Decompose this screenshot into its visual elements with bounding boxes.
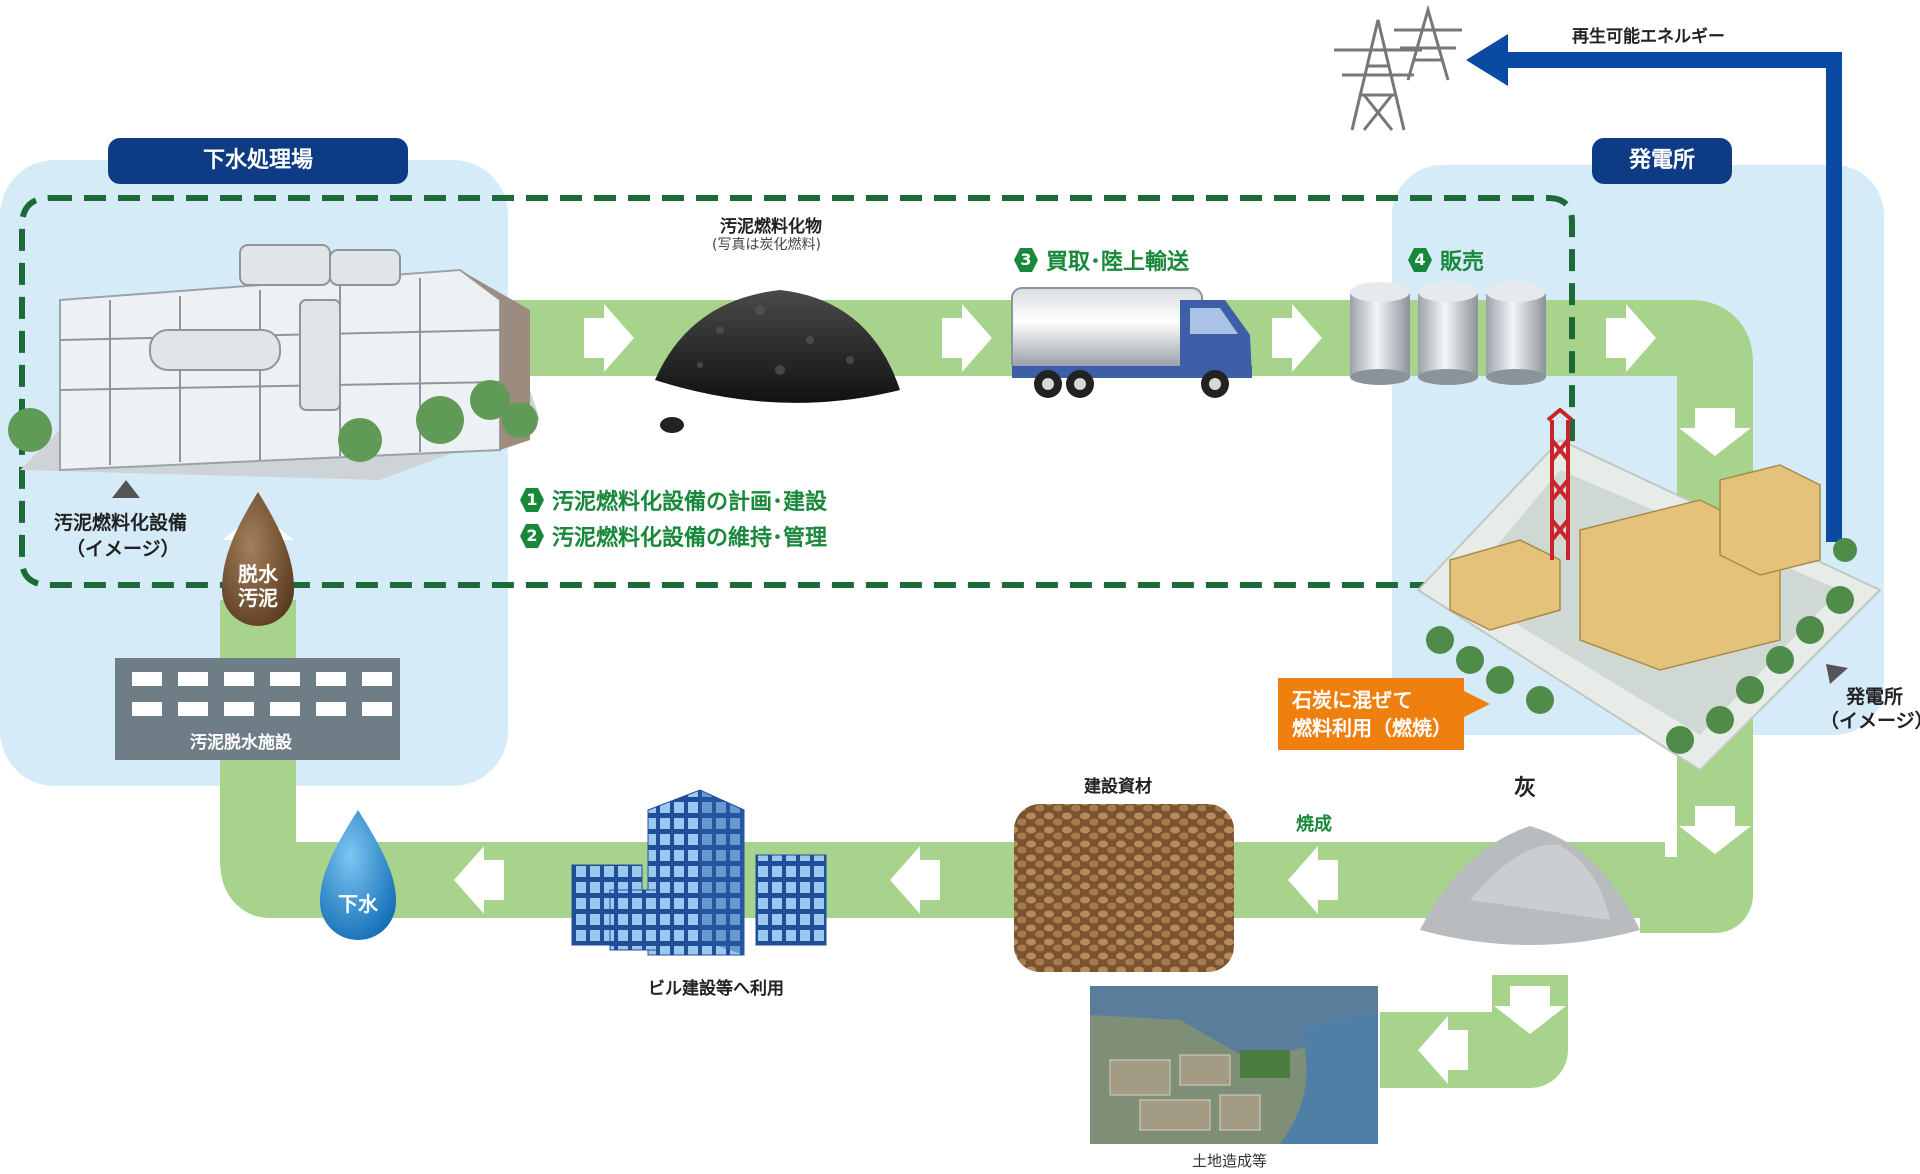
step-4-label: 4 販売 — [1408, 244, 1484, 276]
sewage-water-label: 下水 — [338, 892, 378, 916]
tanker-truck-image — [1011, 287, 1252, 398]
power-plant-title: 発電所 — [1592, 138, 1732, 184]
step-1-badge: 1 — [520, 488, 544, 512]
dewatered-sludge-text: 脱水 汚泥 — [222, 562, 294, 610]
arrow-left-4 — [1418, 1016, 1468, 1084]
arrow-right-2 — [942, 304, 992, 372]
ash-pile-image — [1420, 826, 1640, 945]
step-2-label: 2 汚泥燃料化設備の維持･管理 — [520, 520, 827, 552]
storage-tanks-image — [1350, 282, 1546, 385]
step-3-badge: 3 — [1014, 248, 1038, 272]
renewable-energy-label: 再生可能エネルギー — [1572, 27, 1725, 47]
sludge-fuel-pile-image — [655, 290, 900, 433]
dewatering-facility — [115, 658, 400, 760]
transmission-tower-icon — [1334, 4, 1462, 131]
power-plant-illustration — [1416, 407, 1882, 772]
step-3-label: 3 買取･陸上輸送 — [1014, 244, 1189, 276]
power-plant-caption-line2: （イメージ） — [1820, 710, 1920, 732]
ash-label: 灰 — [1514, 776, 1537, 801]
sewage-water-drop — [320, 810, 396, 940]
arrow-down-2 — [1679, 806, 1751, 854]
arrow-right-1 — [584, 304, 634, 372]
land-reclamation-label: 土地造成等 — [1192, 1152, 1268, 1170]
step-2-text: 汚泥燃料化設備の維持･管理 — [552, 526, 828, 551]
arrow-left-1 — [1288, 846, 1338, 914]
arrow-left-2 — [890, 846, 940, 914]
buildings-illustration — [571, 789, 827, 956]
sludge-fuel-note: (写真は炭化燃料) — [712, 237, 821, 253]
construction-material-image — [1014, 804, 1234, 972]
coal-mix-line2: 燃料利用（燃焼） — [1292, 716, 1452, 740]
renewable-energy-arrow — [1466, 34, 1842, 542]
step-1-text: 汚泥燃料化設備の計画･建設 — [552, 490, 828, 515]
arrow-right-3 — [1272, 304, 1322, 372]
firing-label: 焼成 — [1296, 814, 1332, 835]
coal-mix-callout: 石炭に混ぜて 燃料利用（燃焼） — [1278, 678, 1490, 750]
arrow-down-1 — [1679, 408, 1751, 456]
arrow-down-3 — [1494, 986, 1566, 1034]
pointer-triangle-facility — [112, 480, 140, 498]
step-3-text: 買取･陸上輸送 — [1046, 250, 1190, 275]
step-4-text: 販売 — [1440, 250, 1485, 275]
sludge-fuel-label: 汚泥燃料化物 — [720, 217, 822, 237]
business-scope-dashed — [19, 195, 1575, 588]
power-plant-caption-line1: 発電所 — [1846, 686, 1904, 708]
construction-material-label: 建設資材 — [1084, 777, 1152, 797]
dewatered-sludge-line1: 脱水 — [238, 562, 278, 586]
land-reclamation-aerial-image — [1090, 986, 1378, 1144]
step-4-badge: 4 — [1408, 248, 1432, 272]
sludge-fuel-facility-illustration — [8, 244, 540, 480]
pointer-triangle-power-plant — [1826, 664, 1848, 684]
coal-mix-line1: 石炭に混ぜて — [1292, 688, 1413, 712]
building-use-label: ビル建設等へ利用 — [648, 979, 784, 999]
arrow-left-3 — [454, 846, 504, 914]
facility-caption-line1: 汚泥燃料化設備 — [54, 512, 188, 534]
dewatered-sludge-line2: 汚泥 — [238, 586, 278, 610]
step-1-label: 1 汚泥燃料化設備の計画･建設 — [520, 484, 827, 516]
sewage-plant-title: 下水処理場 — [108, 138, 408, 184]
dewatering-facility-label: 汚泥脱水施設 — [190, 733, 292, 753]
dewatered-sludge-drop — [222, 492, 294, 626]
step-2-badge: 2 — [520, 524, 544, 548]
facility-caption-line2: （イメージ） — [66, 538, 180, 560]
arrow-right-4 — [1606, 304, 1656, 372]
